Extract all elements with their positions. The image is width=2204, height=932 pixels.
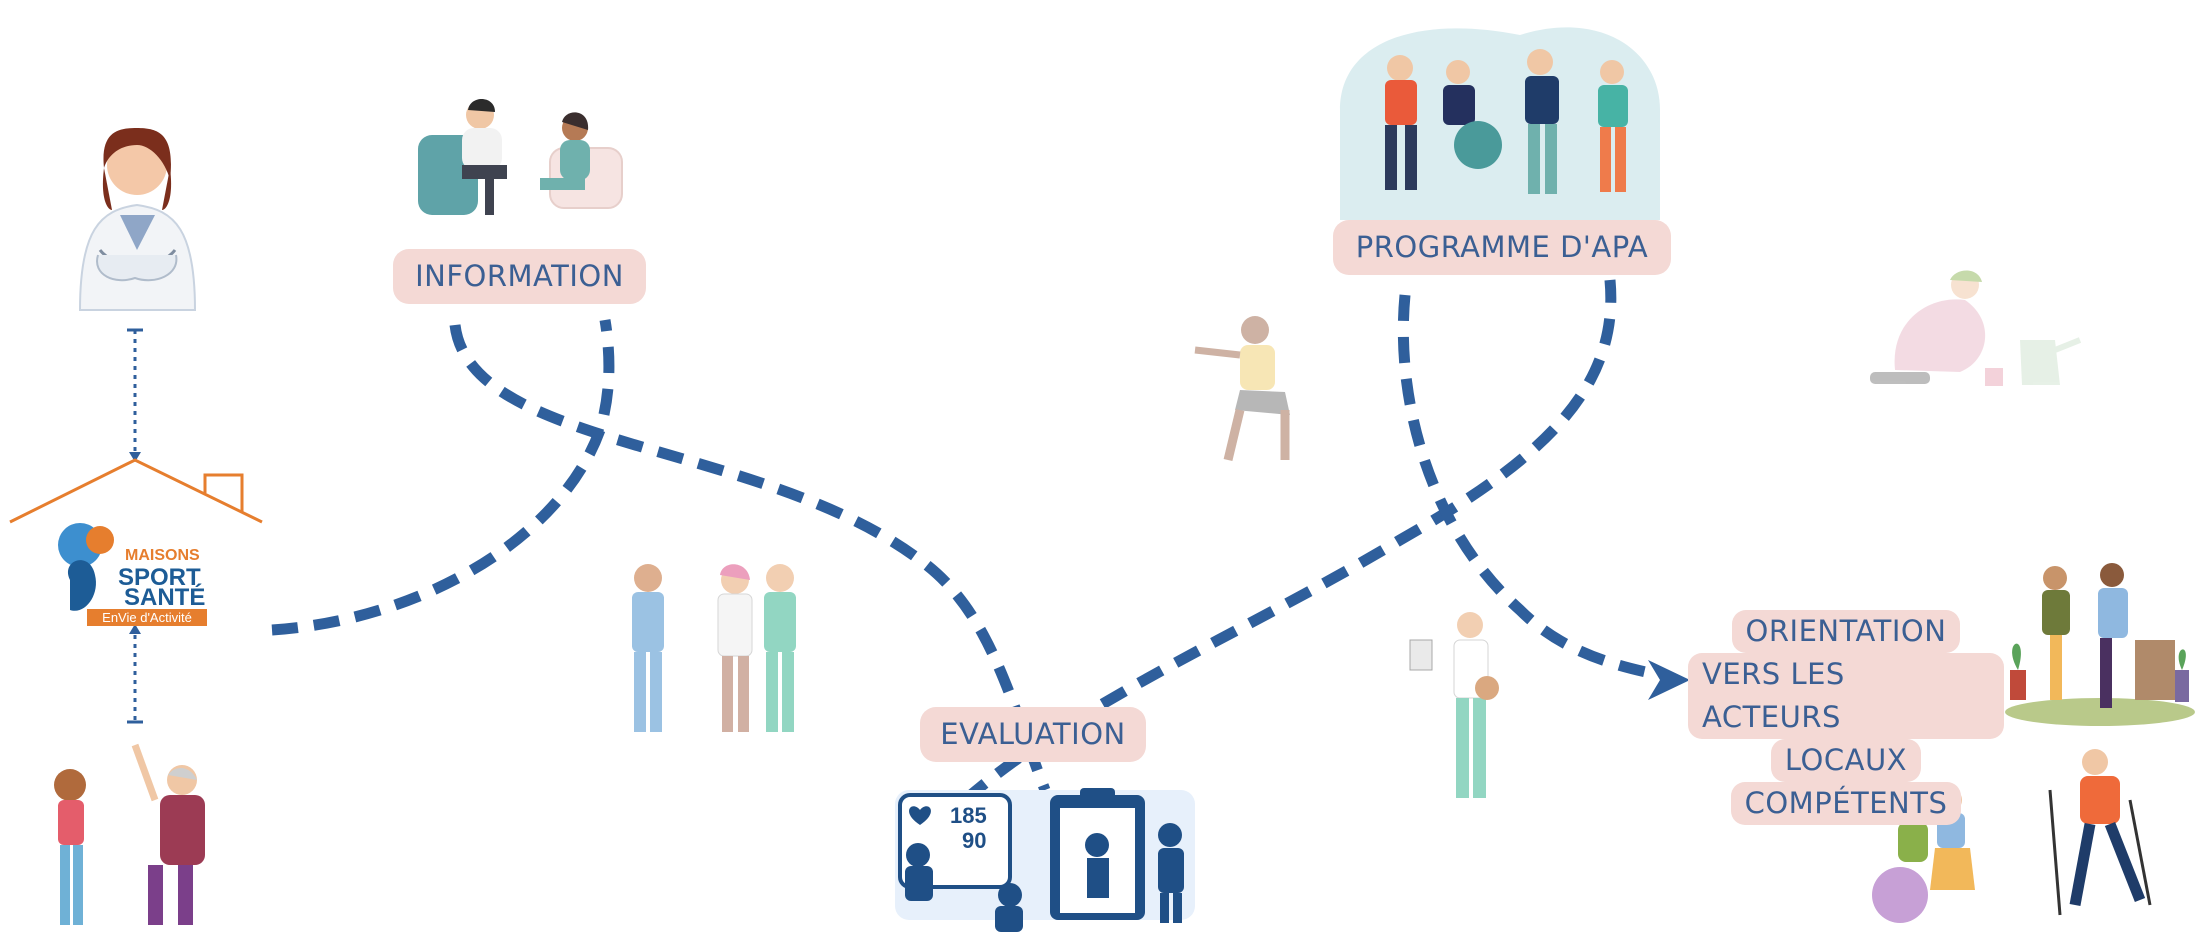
orientation-line-1: ORIENTATION bbox=[1731, 610, 1961, 653]
gardener-icon bbox=[1870, 270, 2082, 386]
node-information-label: INFORMATION bbox=[415, 259, 624, 293]
connector-information-to-evaluation bbox=[449, 324, 1051, 792]
logo-maisons: MAISONS bbox=[125, 547, 200, 564]
mss-logo: MAISONS SPORT SANTÉ EnVie d'Activité bbox=[58, 523, 207, 626]
house-icon bbox=[9, 458, 263, 524]
logo-sport: SPORT bbox=[118, 564, 201, 591]
clipboard-icon bbox=[1050, 788, 1184, 923]
connector-programme-to-orientation bbox=[1397, 294, 1662, 681]
nordic-walker-icon bbox=[2048, 749, 2152, 916]
monitor-diastolic: 90 bbox=[962, 828, 986, 853]
orientation-line-4: COMPÉTENTS bbox=[1730, 782, 1962, 825]
health-team-icon bbox=[632, 564, 796, 732]
seniors-exercise-icon bbox=[1340, 27, 1660, 220]
monitor-systolic: 185 bbox=[950, 803, 987, 828]
doctor-icon bbox=[78, 128, 197, 311]
orientation-line-3: LOCAUX bbox=[1770, 739, 1922, 782]
blood-pressure-monitor-icon: 185 90 bbox=[895, 790, 1195, 932]
logo-sante: SANTÉ bbox=[124, 583, 205, 611]
squat-woman-icon bbox=[1194, 316, 1290, 462]
logo-tagline: EnVie d'Activité bbox=[102, 610, 192, 625]
orientation-line-2: VERS LES ACTEURS bbox=[1688, 653, 2004, 739]
conversation-icon bbox=[418, 98, 623, 215]
node-orientation: ORIENTATION VERS LES ACTEURS LOCAUX COMP… bbox=[1688, 610, 2004, 825]
node-evaluation: EVALUATION bbox=[920, 707, 1146, 762]
connector-mss-to-information bbox=[271, 319, 615, 636]
node-evaluation-label: EVALUATION bbox=[940, 717, 1126, 751]
seniors-walking-icon bbox=[1872, 563, 2195, 923]
family-icon bbox=[54, 743, 205, 925]
arrowhead bbox=[1648, 660, 1690, 700]
coach-icon bbox=[1409, 612, 1499, 798]
node-programme: PROGRAMME D'APA bbox=[1333, 220, 1671, 275]
node-programme-label: PROGRAMME D'APA bbox=[1355, 230, 1649, 264]
node-information: INFORMATION bbox=[393, 249, 646, 304]
